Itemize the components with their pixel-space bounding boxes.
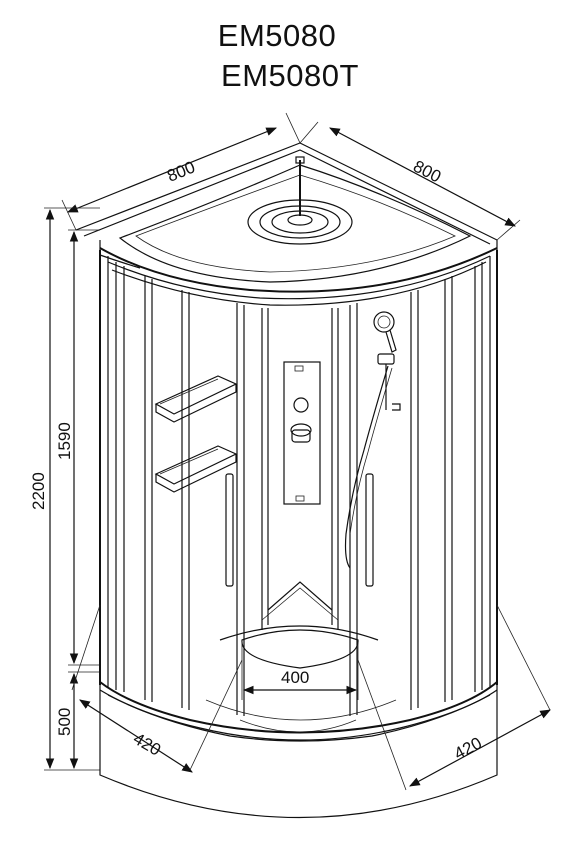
dim-label-seat-width: 400 [281, 668, 309, 687]
corner-shelf-upper [154, 375, 238, 423]
control-panel [283, 361, 321, 505]
dim-label-tray-left: 420 [130, 729, 164, 760]
dim-label-cabin-height: 1590 [55, 422, 74, 460]
dim-label-tray-height: 500 [55, 708, 74, 736]
dimension-cabin-height-1590: 1590 [55, 229, 100, 666]
dimension-top-right-800: 800 [299, 121, 521, 241]
cabin-body [75, 142, 498, 819]
corner-shelf-lower [154, 445, 238, 493]
rain-shower-head [247, 156, 353, 245]
model-title-primary: EM5080 [217, 18, 337, 53]
dimension-tray-left-420: 420 [71, 604, 243, 773]
left-door-handle [225, 473, 234, 587]
dimension-tray-right-420: 420 [357, 604, 551, 791]
hand-shower [344, 311, 401, 569]
dim-label-total-height: 2200 [29, 472, 48, 510]
dimension-total-height-2200: 2200 [29, 207, 100, 771]
dimension-tray-height-500: 500 [55, 671, 100, 770]
dim-label-tray-right: 420 [451, 733, 485, 763]
right-door-handle [365, 473, 374, 587]
dim-label-top-right: 800 [410, 157, 444, 187]
model-title-secondary: EM5080T [221, 58, 359, 93]
dimension-top-left-800: 800 [61, 112, 301, 231]
dimension-seat-width-400: 400 [241, 640, 359, 700]
